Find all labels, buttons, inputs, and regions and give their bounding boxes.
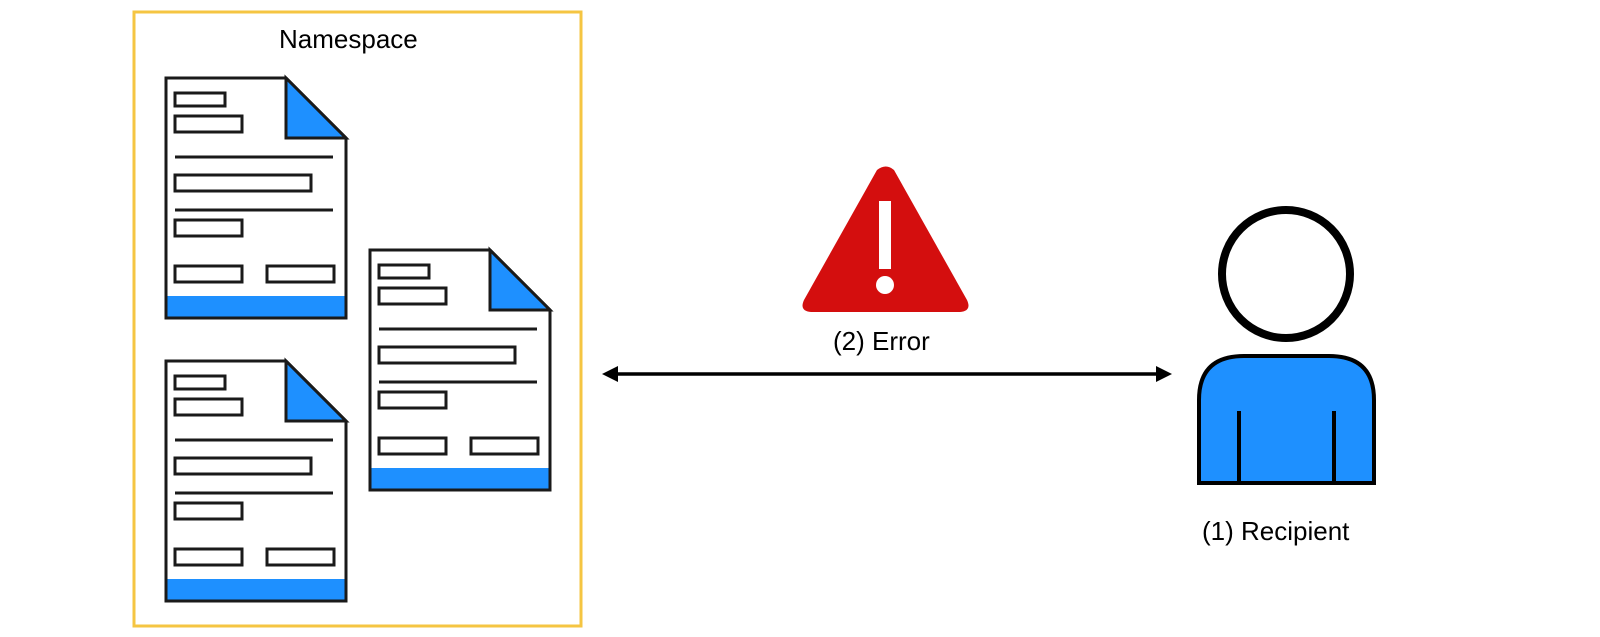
document-icon: [164, 76, 348, 320]
document-icon: [164, 359, 348, 603]
recipient-label: (1) Recipient: [1202, 516, 1350, 546]
double-arrow: [602, 366, 1172, 382]
person-icon: [1197, 206, 1376, 485]
namespace-label: Namespace: [279, 24, 418, 54]
document-icon: [368, 248, 552, 492]
error-label: (2) Error: [833, 326, 930, 356]
warning-triangle-icon: [802, 166, 969, 312]
